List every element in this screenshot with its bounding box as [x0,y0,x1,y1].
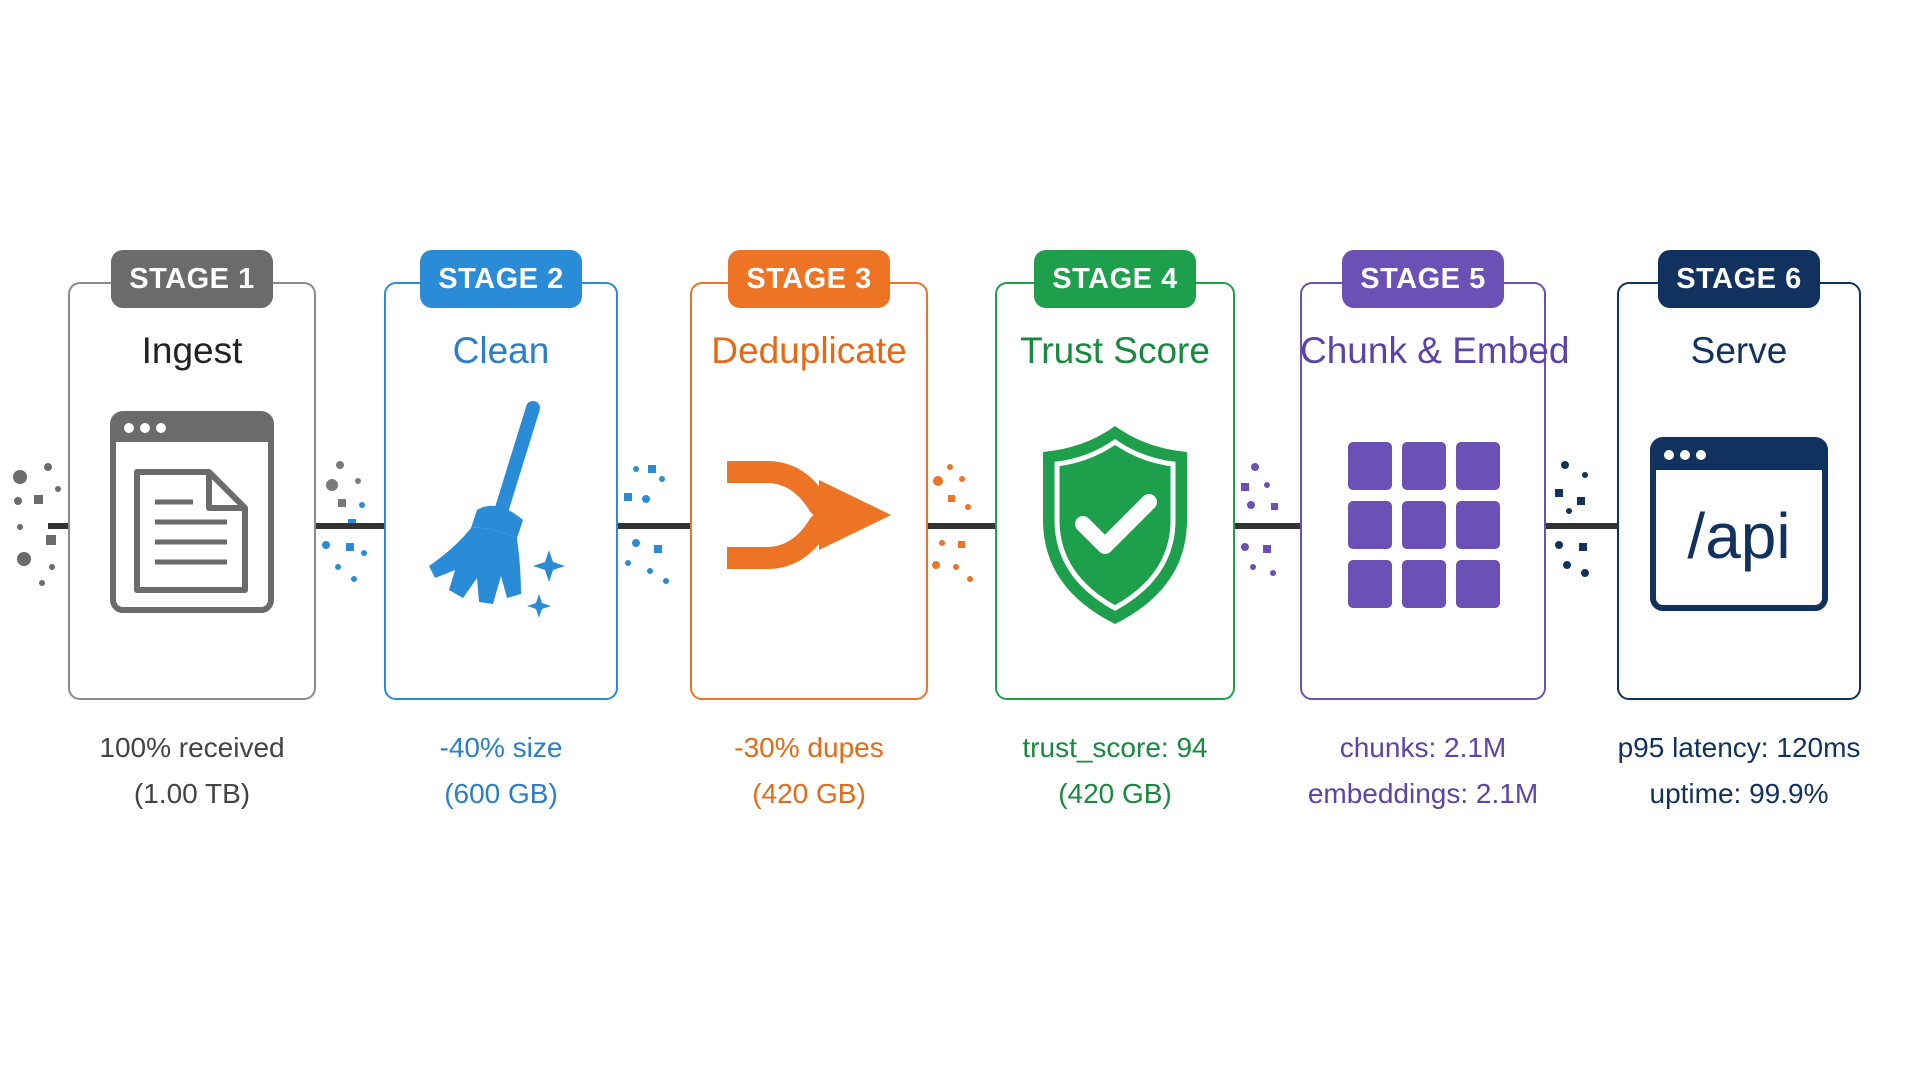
stage-stats: -30% dupes (420 GB) [660,725,958,817]
stage-card [1300,282,1546,700]
stat-line-2: (600 GB) [444,778,558,809]
stage-title: Ingest [141,330,243,371]
stat-line-1: -40% size [439,732,563,763]
stage-title: Serve [1690,330,1788,371]
data-particles [13,463,61,586]
stat-line-2: (420 GB) [1058,778,1172,809]
stat-line-2: (1.00 TB) [133,778,251,809]
stage-badge: STAGE 1 [111,250,273,308]
data-particles [1555,461,1589,577]
stage-title: Chunk & Embed [1300,330,1570,371]
stage-badge: STAGE 5 [1342,250,1504,308]
stage-title: Clean [452,330,550,371]
document-window-icon [110,411,274,613]
data-particles [932,464,973,582]
broom-icon [429,401,565,618]
stage-title: Deduplicate [711,330,907,371]
stat-line-2: embeddings: 2.1M [1307,778,1539,809]
stage-stats: -40% size (600 GB) [354,725,648,817]
stage-stats: p95 latency: 120ms uptime: 99.9% [1587,725,1891,817]
stat-line-1: -30% dupes [734,732,884,763]
stage-title: Trust Score [1020,330,1210,371]
stage-badge: STAGE 6 [1658,250,1820,308]
stat-line-1: p95 latency: 120ms [1617,732,1861,763]
stage-badge: STAGE 3 [728,250,890,308]
api-label: /api [1687,500,1790,572]
stage-stats: trust_score: 94 (420 GB) [965,725,1265,817]
stat-line-1: chunks: 2.1M [1339,732,1507,763]
shield-check-icon [1043,426,1187,624]
stage-badge: STAGE 4 [1034,250,1196,308]
api-window-icon: /api [1650,437,1828,611]
stat-line-1: trust_score: 94 [1022,732,1208,763]
data-particles [322,461,367,582]
stage-stats: chunks: 2.1M embeddings: 2.1M [1270,725,1576,817]
stat-line-1: 100% received [99,732,285,763]
grid-icon [1348,442,1500,608]
stage-stats: 100% received (1.00 TB) [38,725,346,817]
stat-line-2: (420 GB) [752,778,866,809]
stat-line-2: uptime: 99.9% [1649,778,1829,809]
data-particles [1241,463,1278,576]
data-particles [624,465,669,584]
stage-badge: STAGE 2 [420,250,582,308]
merge-arrow-icon [727,461,891,569]
